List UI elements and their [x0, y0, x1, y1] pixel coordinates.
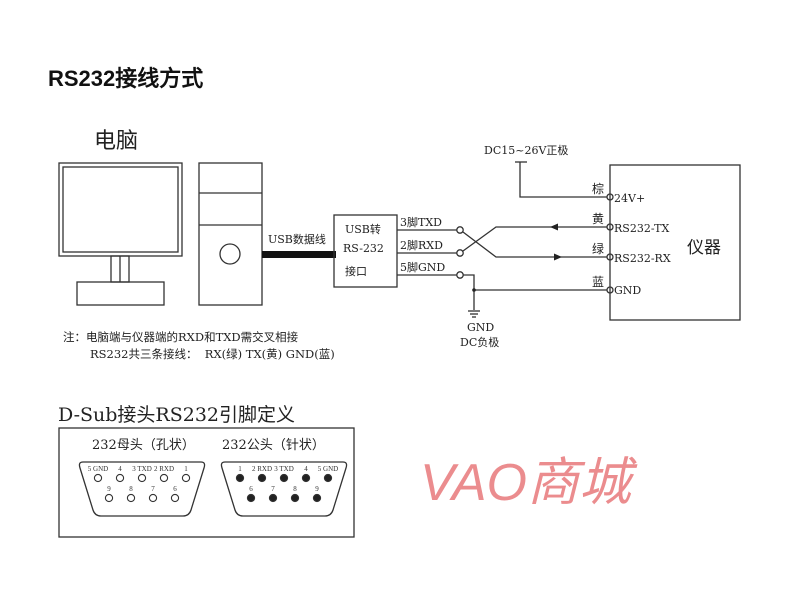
note-line-1: 注：电脑端与仪器端的RXD和TXD需交叉相接 — [63, 330, 299, 344]
wire-color-yellow: 黄 — [592, 212, 604, 226]
male-pin-label: 1 — [238, 465, 242, 473]
female-pin-label: 2 RXD — [154, 465, 174, 473]
monitor-icon — [58, 162, 183, 306]
female-connector — [78, 461, 206, 517]
adapter-label-1: USB转 — [345, 222, 381, 236]
male-pin — [301, 473, 311, 483]
female-pin-label: 7 — [151, 485, 155, 493]
watermark-logo: VAO商城 — [420, 454, 638, 512]
male-pin — [279, 473, 289, 483]
female-pin-label: 1 — [184, 465, 188, 473]
male-pin — [257, 473, 267, 483]
wire-color-brown: 棕 — [592, 181, 604, 196]
terminal-tx: RS232-TX — [614, 222, 669, 235]
terminal-gnd: GND — [614, 284, 641, 297]
note-line-2: RS232共三条接线： RX(绿) TX(黄) GND(蓝) — [90, 347, 335, 361]
usb-cable — [262, 251, 336, 258]
male-connector — [220, 461, 348, 517]
female-pin-label: 8 — [129, 485, 133, 493]
female-label: 232母头（孔状） — [92, 438, 195, 453]
wire-color-green: 绿 — [592, 241, 604, 256]
pin-label-rxd: 2脚RXD — [400, 238, 443, 252]
male-pin-label: 7 — [271, 485, 275, 493]
female-pin-label: 4 — [118, 465, 122, 473]
female-pin-label: 6 — [173, 485, 177, 493]
dsub-box — [58, 427, 355, 538]
male-pin — [323, 473, 333, 483]
male-pin-label: 4 — [304, 465, 308, 473]
dsub-heading: D-Sub接头RS232引脚定义 — [58, 404, 295, 426]
female-pin — [126, 493, 136, 503]
male-pin — [312, 493, 322, 503]
female-pin — [170, 493, 180, 503]
female-pin — [181, 473, 191, 483]
male-pin-label: 3 TXD — [274, 465, 294, 473]
female-pin-label: 5 GND — [88, 465, 108, 473]
male-pin-label: 2 RXD — [252, 465, 272, 473]
female-pin — [115, 473, 125, 483]
male-pin — [246, 493, 256, 503]
instrument-terminals — [606, 193, 614, 294]
wires — [397, 161, 607, 318]
female-pin — [93, 473, 103, 483]
ground-label: GND — [467, 321, 494, 334]
male-pin-label: 8 — [293, 485, 297, 493]
dc-negative-label: DC负极 — [460, 335, 499, 349]
female-pin — [137, 473, 147, 483]
pin-label-txd: 3脚TXD — [400, 215, 442, 229]
terminal-24v: 24V+ — [614, 192, 645, 205]
male-label: 232公头（针状） — [222, 438, 325, 453]
female-pin-label: 3 TXD — [132, 465, 152, 473]
male-pin — [290, 493, 300, 503]
female-pin — [159, 473, 169, 483]
male-pin-label: 9 — [315, 485, 319, 493]
female-pin-label: 9 — [107, 485, 111, 493]
computer-label: 电脑 — [94, 129, 138, 154]
female-pin — [104, 493, 114, 503]
pin-label-gnd: 5脚GND — [400, 260, 445, 274]
usb-rs232-adapter — [333, 214, 398, 288]
pc-tower-icon — [198, 162, 263, 306]
male-pin — [268, 493, 278, 503]
page-title: RS232接线方式 — [48, 66, 203, 91]
adapter-label-2: RS-232 — [343, 242, 384, 255]
male-pin — [235, 473, 245, 483]
female-pin — [148, 493, 158, 503]
dc-positive-label: DC15~26V正极 — [484, 143, 568, 157]
instrument-box — [609, 164, 741, 321]
adapter-label-3: 接口 — [345, 265, 367, 278]
usb-cable-label: USB数据线 — [268, 232, 326, 246]
terminal-rx: RS232-RX — [614, 252, 671, 265]
male-pin-label: 6 — [249, 485, 253, 493]
instrument-label: 仪器 — [687, 238, 721, 258]
male-pin-label: 5 GND — [318, 465, 338, 473]
wire-color-blue: 蓝 — [592, 275, 604, 289]
